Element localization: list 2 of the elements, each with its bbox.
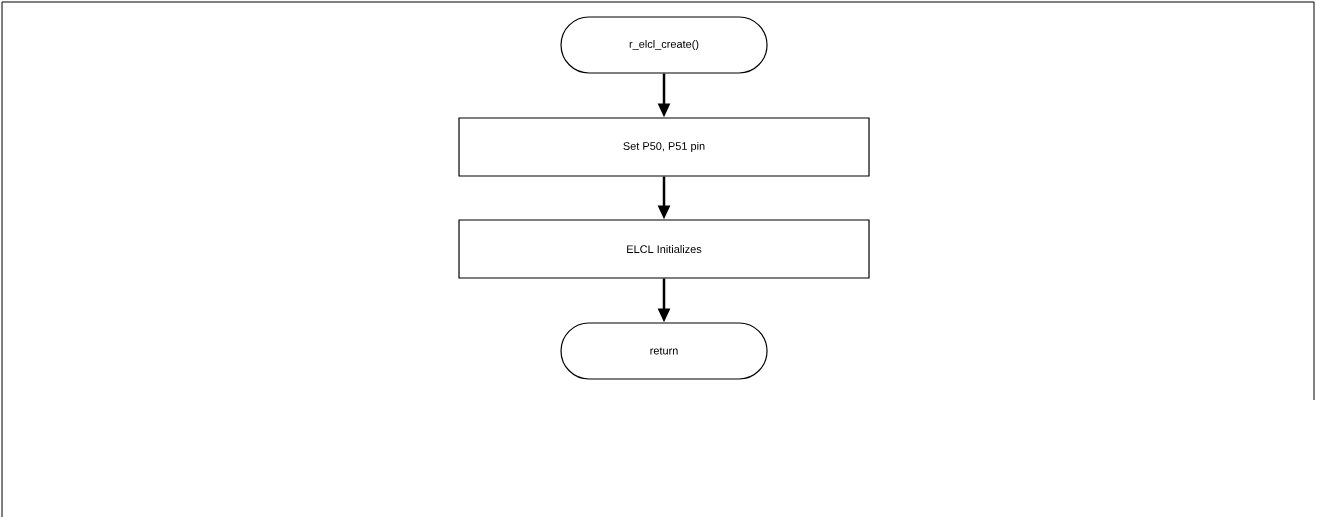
process-box: Set P50, P51 pin xyxy=(458,117,870,177)
process-box: ELCL Initializes xyxy=(458,219,870,279)
